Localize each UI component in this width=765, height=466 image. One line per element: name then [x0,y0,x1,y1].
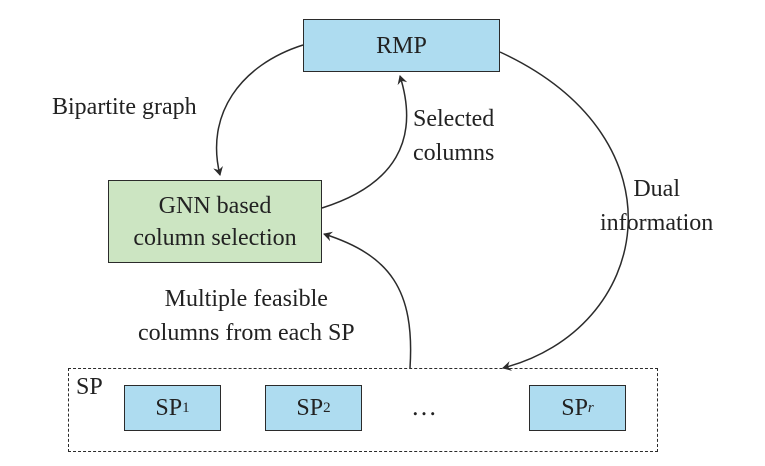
edge-dual-information [499,51,629,371]
sp1-base: SP [155,395,183,421]
multiple-feasible-line1: Multiple feasible [164,286,328,312]
bipartite-graph-label: Bipartite graph [52,94,197,120]
spr-base: SP [561,395,588,421]
multiple-feasible-columns-label: Multiple feasible columns from each SP [138,282,355,350]
rmp-label: RMP [376,32,427,59]
gnn-label-line1: GNN based [158,192,272,219]
selected-columns-label: Selected columns [413,102,494,170]
ellipsis: … [411,392,437,421]
selected-columns-line2: columns [413,140,495,166]
sp-group [68,368,658,452]
dual-information-line1: Dual [633,176,680,202]
edge-bipartite-graph [213,44,304,176]
dual-information-line2: information [600,210,714,236]
multiple-feasible-line2: columns from each SP [138,320,355,346]
rmp-node: RMP [303,19,500,72]
gnn-label-line2: column selection [133,224,297,251]
edge-selected-columns [321,75,408,209]
dual-information-label: Dual information [600,172,713,240]
selected-columns-line1: Selected [413,106,495,132]
gnn-selection-node: GNN based column selection [108,180,322,263]
sp2-base: SP [296,395,324,421]
edge-multiple-feasible-columns [323,231,412,369]
sp-group-label: SP [76,374,103,400]
